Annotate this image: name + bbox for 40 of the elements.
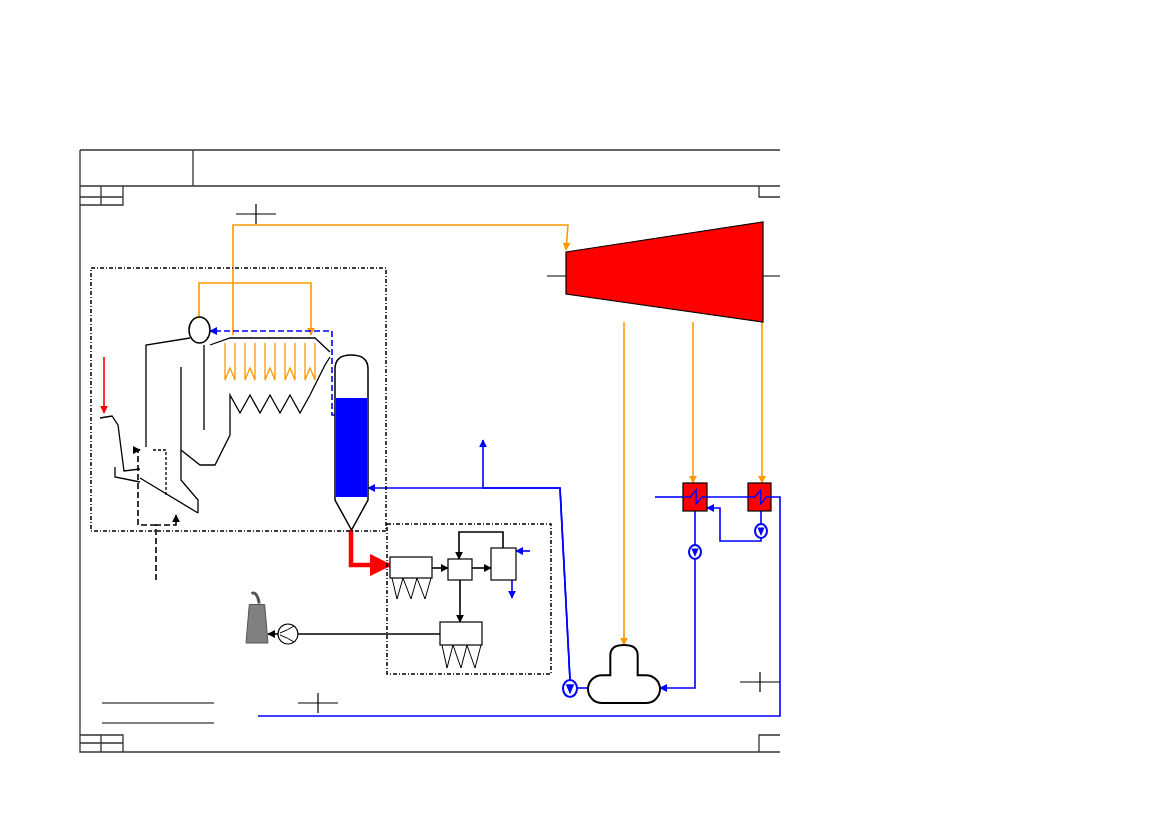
- filter: [440, 622, 482, 668]
- arrow: [209, 327, 336, 416]
- arrow: [100, 356, 108, 414]
- arrow: [267, 630, 279, 638]
- arrow: [456, 579, 464, 623]
- steam-drum: [189, 317, 210, 343]
- flue-gas-condenser: [335, 355, 368, 530]
- chimney-drawing: [246, 588, 268, 643]
- heat-exchanger: [683, 483, 707, 511]
- fuel-hopper: [100, 413, 140, 482]
- pump-icon: [755, 524, 767, 538]
- arrow: [198, 282, 315, 336]
- arrow: [689, 321, 697, 484]
- arrow: [659, 558, 696, 692]
- flue-gas-cleaning-outline: [387, 524, 551, 674]
- arrow: [455, 531, 504, 560]
- arrow: [620, 321, 628, 646]
- arrow: [232, 224, 571, 336]
- arrow: [479, 439, 571, 681]
- pipe-line: [576, 687, 589, 689]
- pump-icon: [563, 680, 577, 697]
- arrow: [155, 514, 180, 581]
- boiler-area-outline: [91, 268, 386, 531]
- boiler-drawing: [140, 335, 330, 515]
- arrow: [132, 446, 157, 526]
- process-box: [491, 548, 516, 580]
- arrow: [515, 547, 531, 555]
- pipe-line: [694, 510, 696, 546]
- fan-icon: [278, 624, 298, 644]
- pump-icon: [689, 545, 701, 559]
- pipe-line: [654, 496, 684, 498]
- arrow: [508, 579, 516, 599]
- pipe-line: [760, 510, 762, 525]
- pipe-line: [257, 496, 781, 717]
- filter: [390, 557, 432, 599]
- arrow: [758, 321, 766, 484]
- feedwater-tank: [588, 645, 660, 703]
- steam-turbine: [566, 222, 763, 322]
- heat-exchanger: [748, 483, 771, 511]
- process-box: [448, 559, 472, 580]
